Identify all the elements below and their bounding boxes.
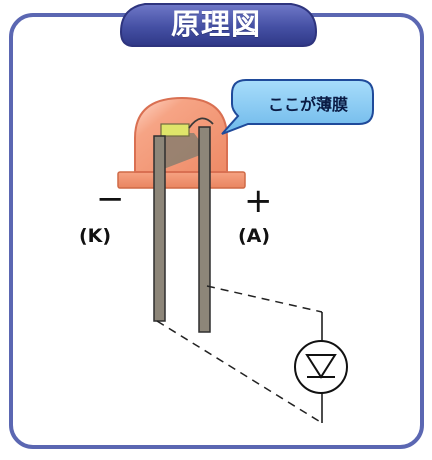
leader-line-left	[156, 320, 323, 424]
cathode-lead	[153, 135, 166, 322]
bond-wire	[188, 117, 214, 129]
leader-line-right	[206, 285, 323, 313]
led-base	[117, 171, 246, 189]
anode-label: (A)	[238, 225, 271, 247]
diode-triangle	[305, 354, 337, 379]
diode-circle	[294, 340, 348, 394]
cathode-label: (K)	[79, 225, 112, 247]
anode-lead	[198, 126, 211, 333]
callout-label: ここが薄膜	[267, 95, 348, 114]
callout-bubble	[221, 79, 374, 135]
diagram-title: 原理図	[170, 7, 261, 41]
minus-sign: −	[96, 179, 125, 219]
title-badge	[119, 3, 318, 47]
plus-sign: +	[244, 181, 273, 221]
led-cup	[161, 133, 208, 170]
thin-film-chip	[160, 123, 190, 137]
